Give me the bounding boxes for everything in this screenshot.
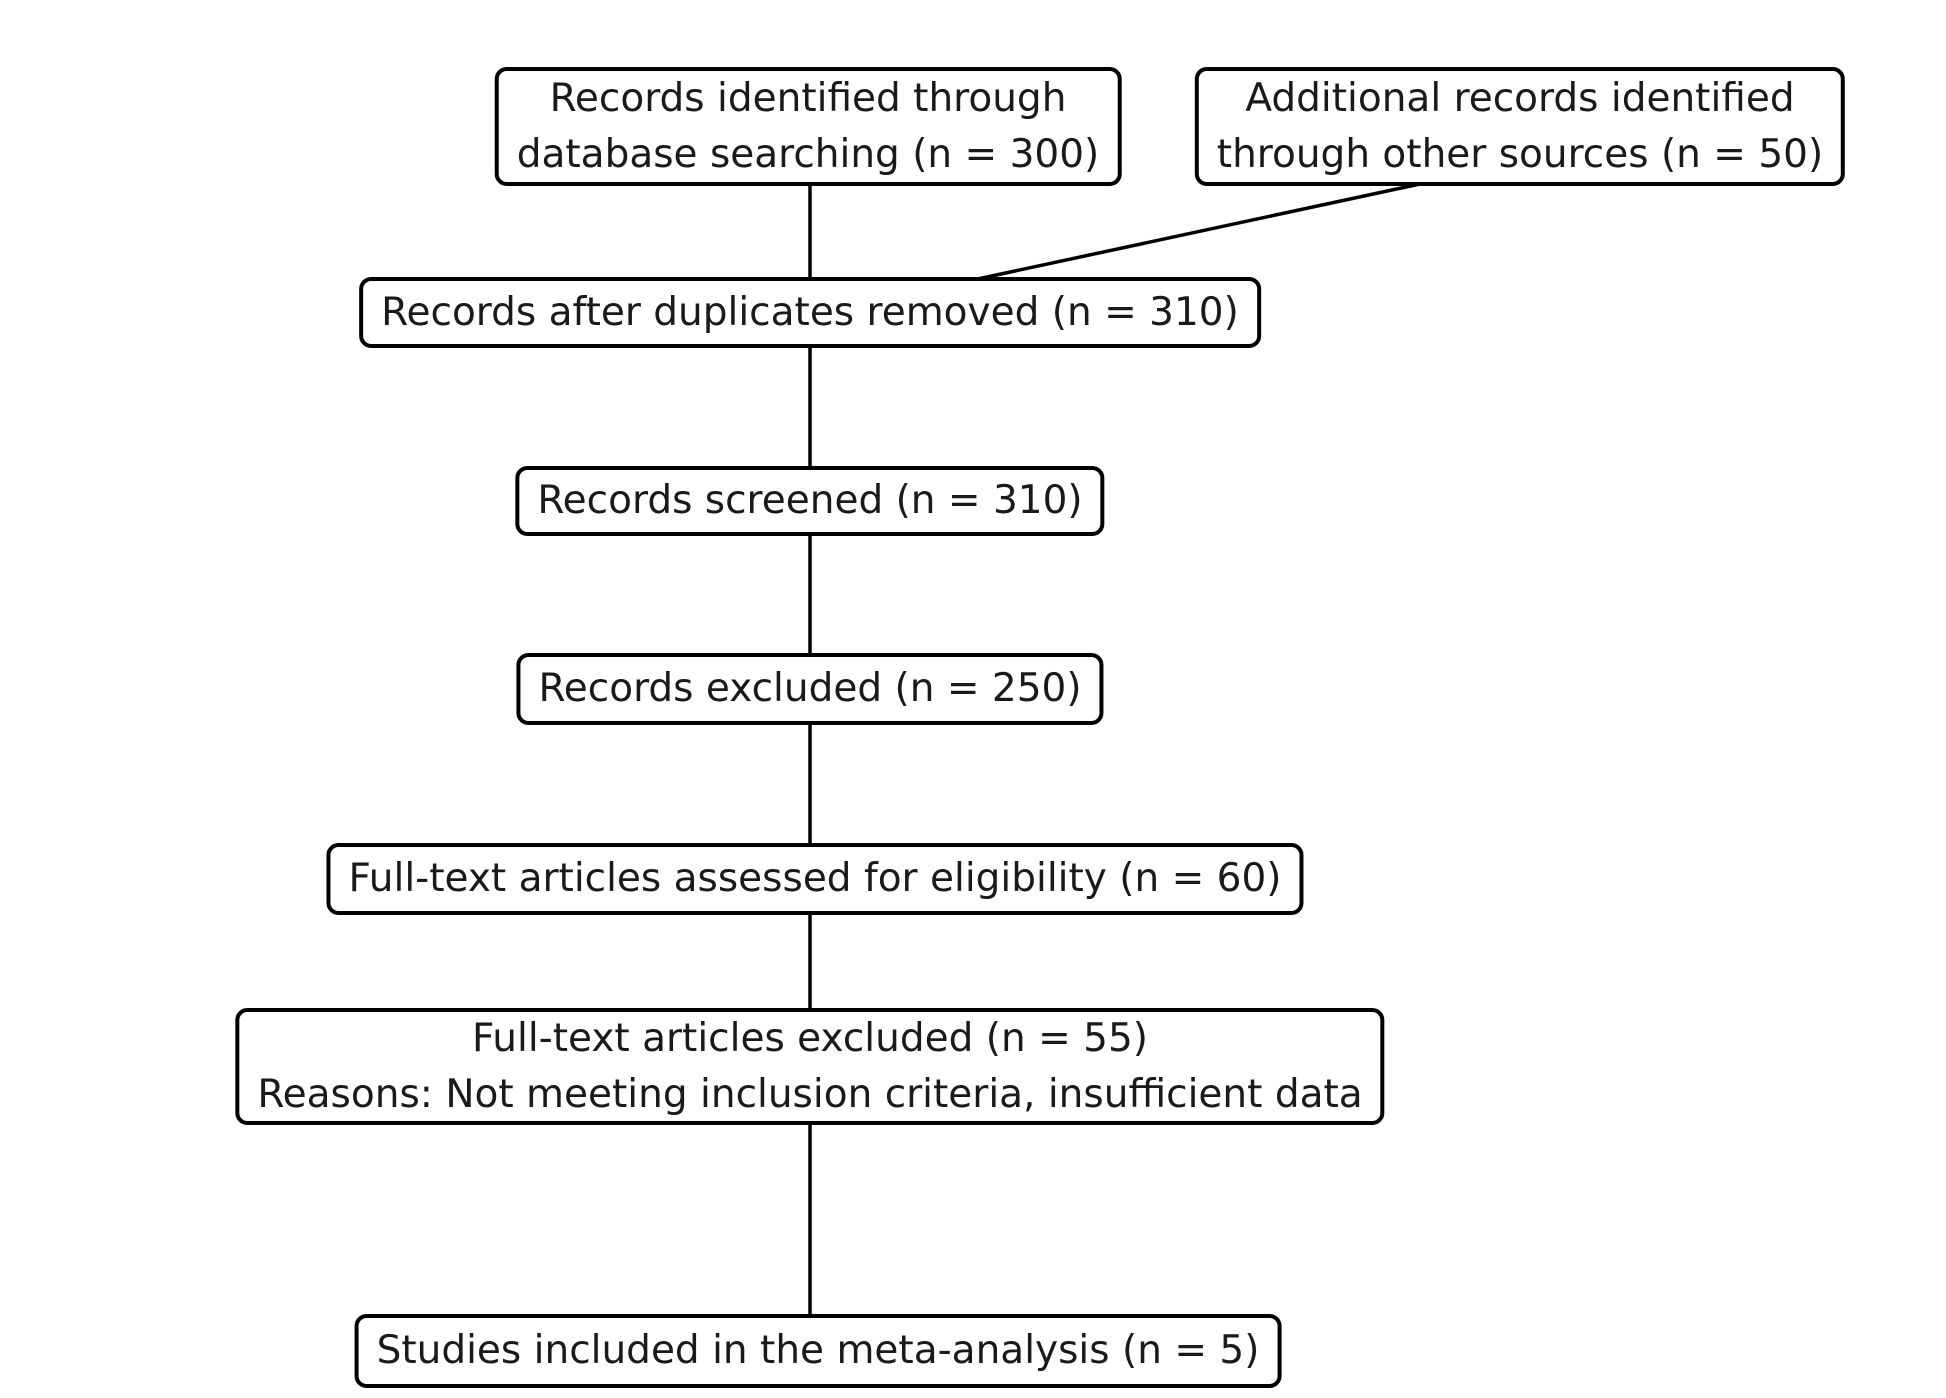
box-label-line: Additional records identified bbox=[1245, 75, 1795, 121]
connector-additional-to-duplicates bbox=[972, 182, 1421, 282]
box-studies-included-meta-analysis: Studies included in the meta-analysis (n… bbox=[354, 1314, 1282, 1388]
box-label-line: database searching (n = 300) bbox=[516, 131, 1100, 177]
box-label-line: Records screened (n = 310) bbox=[537, 478, 1083, 523]
box-label-line: Records excluded (n = 250) bbox=[538, 666, 1082, 711]
box-label-line: Reasons: Not meeting inclusion criteria,… bbox=[257, 1071, 1363, 1117]
box-label-line: Records after duplicates removed (n = 31… bbox=[381, 289, 1239, 335]
box-records-identified-database: Records identified through database sear… bbox=[494, 67, 1122, 186]
box-label-line: Records identified through bbox=[549, 75, 1067, 121]
box-label-line: Full-text articles excluded (n = 55) bbox=[471, 1015, 1149, 1061]
box-records-after-duplicates-removed: Records after duplicates removed (n = 31… bbox=[359, 277, 1261, 348]
box-records-excluded: Records excluded (n = 250) bbox=[516, 653, 1104, 725]
box-label-line: through other sources (n = 50) bbox=[1216, 131, 1824, 177]
box-additional-records-other-sources: Additional records identified through ot… bbox=[1194, 67, 1846, 186]
box-records-screened: Records screened (n = 310) bbox=[515, 466, 1105, 536]
box-label-line: Full-text articles assessed for eligibil… bbox=[348, 856, 1282, 901]
box-fulltext-articles-excluded: Full-text articles excluded (n = 55) Rea… bbox=[235, 1008, 1385, 1125]
box-label-line: Studies included in the meta-analysis (n… bbox=[376, 1328, 1260, 1373]
box-fulltext-articles-assessed: Full-text articles assessed for eligibil… bbox=[326, 843, 1304, 915]
